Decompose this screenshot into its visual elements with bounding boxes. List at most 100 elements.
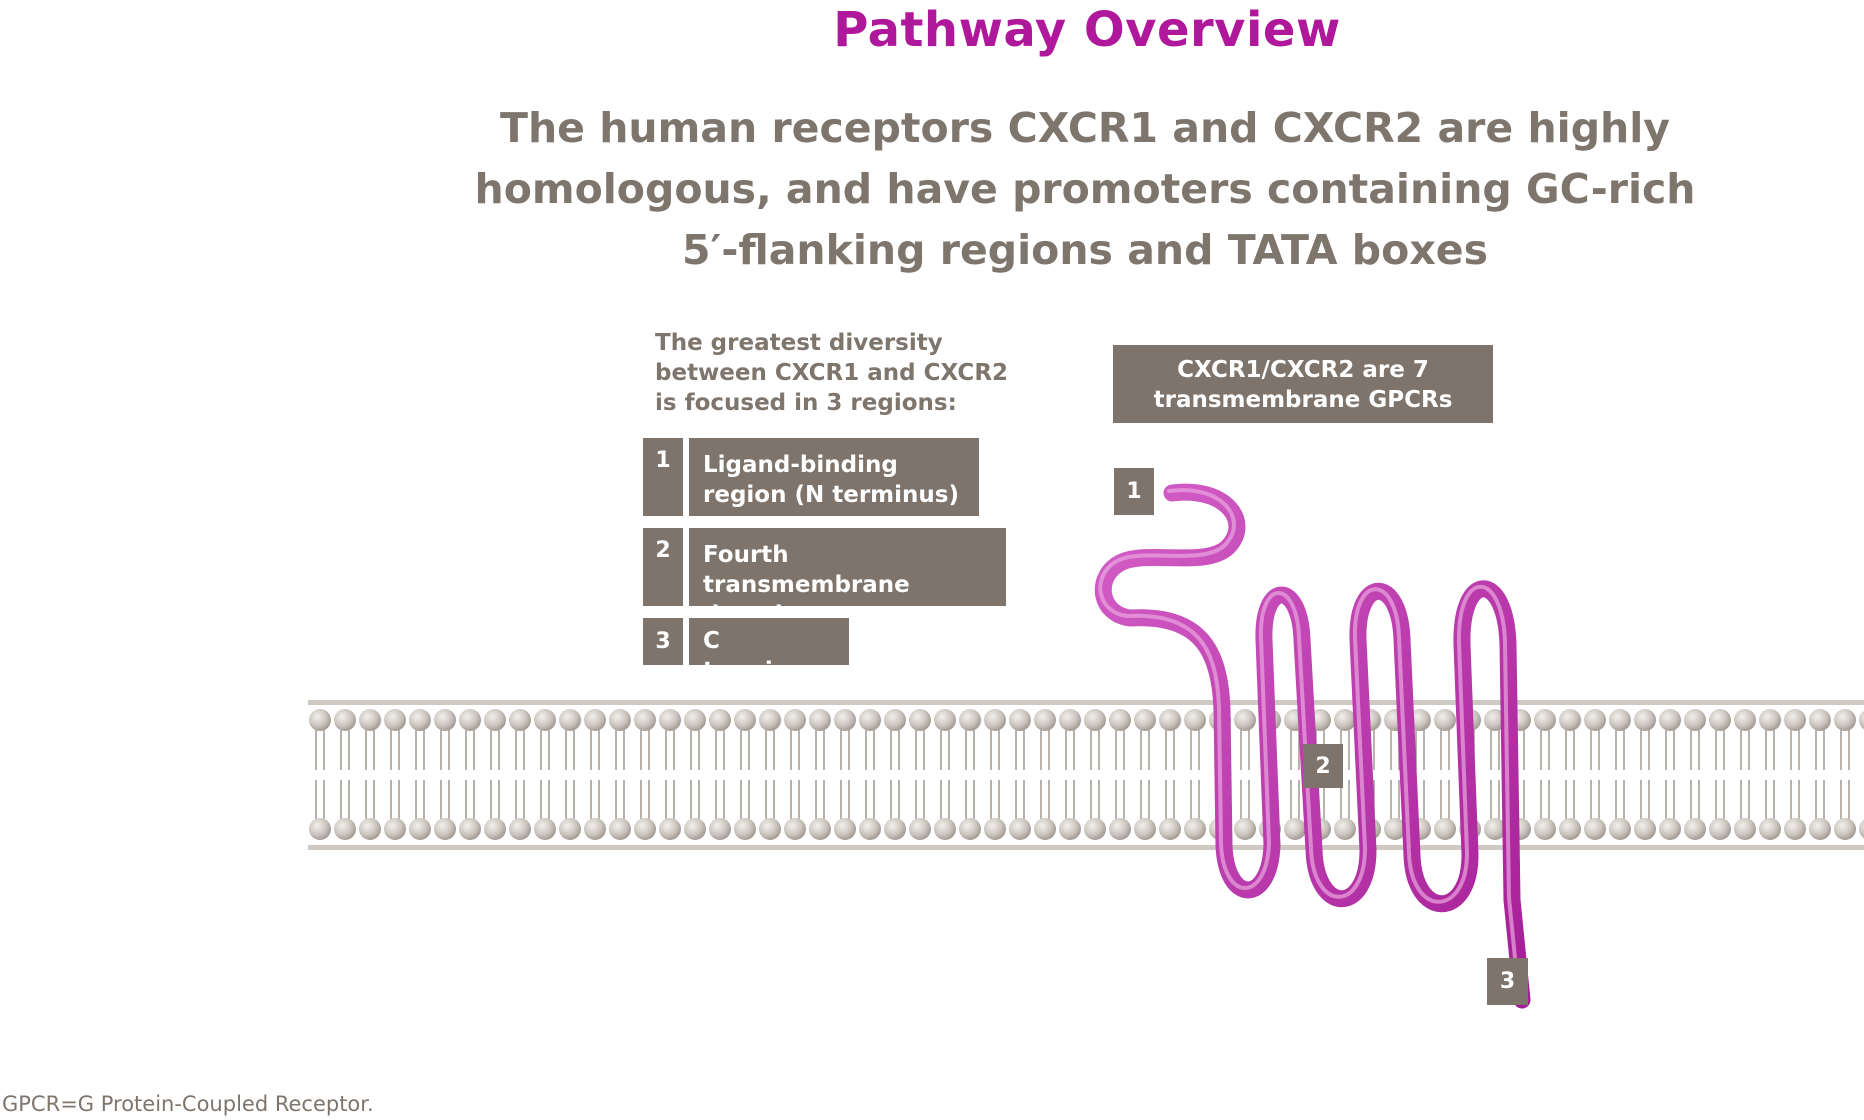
diversity-note: The greatest diversity between CXCR1 and…: [655, 328, 1015, 418]
lipid-head: [1009, 709, 1031, 731]
diversity-line-2: between CXCR1 and CXCR2: [655, 360, 1009, 386]
lipid-head: [784, 709, 806, 731]
lipid-head: [434, 818, 456, 840]
lipid-head: [1584, 709, 1606, 731]
lipid-head: [759, 818, 781, 840]
lipid-head: [459, 709, 481, 731]
lipid-head: [959, 709, 981, 731]
lipid-head: [1084, 818, 1106, 840]
lipid-head: [834, 818, 856, 840]
lipid-head: [1334, 818, 1356, 840]
lipid-head: [1684, 818, 1706, 840]
lipid-head: [1159, 709, 1181, 731]
lipid-head: [809, 709, 831, 731]
lipid-head: [309, 818, 331, 840]
lipid-head: [1384, 818, 1406, 840]
lipid-head: [1184, 818, 1206, 840]
region-label-1: Ligand-binding region (N terminus): [689, 438, 979, 516]
lipid-head: [1434, 818, 1456, 840]
lipid-head: [734, 818, 756, 840]
region-label-2: Fourth transmembrane domain: [689, 528, 1006, 628]
lipid-head: [859, 818, 881, 840]
lipid-head: [1659, 709, 1681, 731]
gpcr-line-1: CXCR1/CXCR2 are 7: [1177, 357, 1429, 383]
lipid-head: [1734, 818, 1756, 840]
lipid-head: [684, 709, 706, 731]
subtitle-line-1: The human receptors CXCR1 and CXCR2 are …: [499, 104, 1671, 152]
lipid-head: [359, 709, 381, 731]
lipid-head: [659, 818, 681, 840]
region-2-line-1: Fourth transmembrane: [703, 542, 910, 598]
lipid-head: [609, 818, 631, 840]
region-1-line-1: Ligand-binding: [703, 452, 898, 478]
region-number-1: 1: [643, 438, 683, 516]
lipid-head: [334, 709, 356, 731]
lipid-head: [1709, 709, 1731, 731]
lipid-head: [1284, 818, 1306, 840]
lipid-head: [1584, 818, 1606, 840]
lipid-head: [409, 818, 431, 840]
lipid-head: [459, 818, 481, 840]
lipid-head: [559, 709, 581, 731]
marker-2: 2: [1303, 744, 1343, 788]
lipid-head: [559, 818, 581, 840]
subtitle: The human receptors CXCR1 and CXCR2 are …: [430, 98, 1740, 281]
lipid-head: [384, 709, 406, 731]
lipid-head: [934, 709, 956, 731]
lipid-head: [684, 818, 706, 840]
lipid-head: [1184, 709, 1206, 731]
lipid-head: [934, 818, 956, 840]
region-number-3: 3: [643, 618, 683, 665]
lipid-head: [1759, 709, 1781, 731]
lipid-head: [1609, 818, 1631, 840]
region-1-line-2: region (N terminus): [703, 482, 959, 508]
lipid-head: [334, 818, 356, 840]
lipid-head: [484, 709, 506, 731]
lipid-head: [909, 818, 931, 840]
lipid-head: [1559, 709, 1581, 731]
lipid-head: [1659, 818, 1681, 840]
subtitle-line-2: homologous, and have promoters containin…: [474, 165, 1696, 213]
lipid-head: [959, 818, 981, 840]
region-3-line-1: C terminus: [703, 628, 820, 684]
lipid-head: [534, 709, 556, 731]
lipid-head: [759, 709, 781, 731]
lipid-head: [1859, 710, 1864, 730]
lipid-head: [709, 709, 731, 731]
lipid-head: [509, 818, 531, 840]
lipid-head: [1109, 709, 1131, 731]
lipid-head: [309, 709, 331, 731]
lipid-head: [534, 818, 556, 840]
lipid-head: [1134, 818, 1156, 840]
diversity-line-3: is focused in 3 regions:: [655, 390, 957, 416]
lipid-head: [384, 818, 406, 840]
lipid-head: [1059, 818, 1081, 840]
lipid-head: [1034, 709, 1056, 731]
lipid-head: [1609, 709, 1631, 731]
lipid-head: [634, 709, 656, 731]
region-label-3: C terminus: [689, 618, 849, 684]
lipid-head: [1009, 818, 1031, 840]
lipid-head: [1709, 818, 1731, 840]
lipid-head: [909, 709, 931, 731]
lipid-head: [584, 709, 606, 731]
diversity-line-1: The greatest diversity: [655, 330, 943, 356]
lipid-head: [1784, 709, 1806, 731]
seven-transmembrane-receptor-icon: [1094, 483, 1531, 1009]
lipid-head: [1234, 818, 1256, 840]
lipid-head: [1859, 819, 1864, 839]
lipid-head: [1834, 818, 1856, 840]
lipid-head: [1809, 709, 1831, 731]
lipid-head: [409, 709, 431, 731]
lipid-head: [1159, 818, 1181, 840]
lipid-head: [1734, 709, 1756, 731]
lipid-head: [1809, 818, 1831, 840]
lipid-head: [484, 818, 506, 840]
lipid-head: [1034, 818, 1056, 840]
lipid-head: [1109, 818, 1131, 840]
lipid-head: [734, 709, 756, 731]
lipid-head: [1834, 709, 1856, 731]
lipid-head: [659, 709, 681, 731]
lipid-head: [1134, 709, 1156, 731]
